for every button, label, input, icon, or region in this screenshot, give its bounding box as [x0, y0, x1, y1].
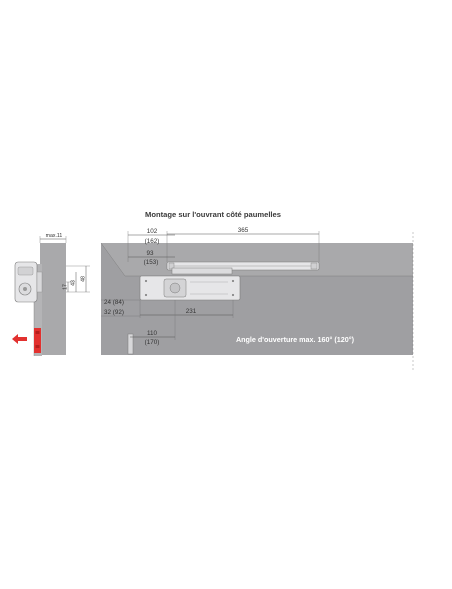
closer-arm: [171, 267, 233, 275]
front-hinge: [127, 333, 134, 355]
side-dim-c: 48: [81, 276, 87, 282]
side-dim-a: 17: [63, 284, 69, 290]
front-dim-170: (170): [145, 339, 160, 346]
side-dim-max: max.11: [46, 233, 63, 239]
opening-angle-caption: Angle d'ouverture max. 160° (120°): [236, 335, 355, 344]
side-door-leaf: [34, 264, 42, 356]
hinge-marker: [34, 328, 41, 353]
front-dim-162: (162): [145, 238, 160, 245]
front-dim-231: 231: [186, 308, 197, 315]
side-dim-b: 43: [71, 280, 77, 286]
side-view: max.11 17 43 48: [12, 233, 90, 356]
front-dim-365: 365: [238, 227, 249, 234]
arrow-left-icon: [12, 334, 27, 344]
drawing-title: Montage sur l'ouvrant côté paumelles: [145, 210, 281, 219]
front-dim-110: 110: [147, 330, 158, 337]
front-dim-32: 32 (92): [104, 309, 124, 316]
front-dim-93: 93: [146, 250, 154, 257]
side-closer-body: [14, 261, 43, 303]
front-dim-24: 24 (84): [104, 299, 124, 306]
front-dim-102: 102: [147, 228, 158, 235]
side-frame: [40, 243, 66, 355]
closer-body: [139, 275, 241, 301]
front-dim-153: (153): [144, 259, 159, 266]
front-view: 365 102 (162) 93 (153) 24 (84) 32 (92) 2…: [100, 227, 414, 370]
front-door-leaf: [101, 243, 413, 355]
